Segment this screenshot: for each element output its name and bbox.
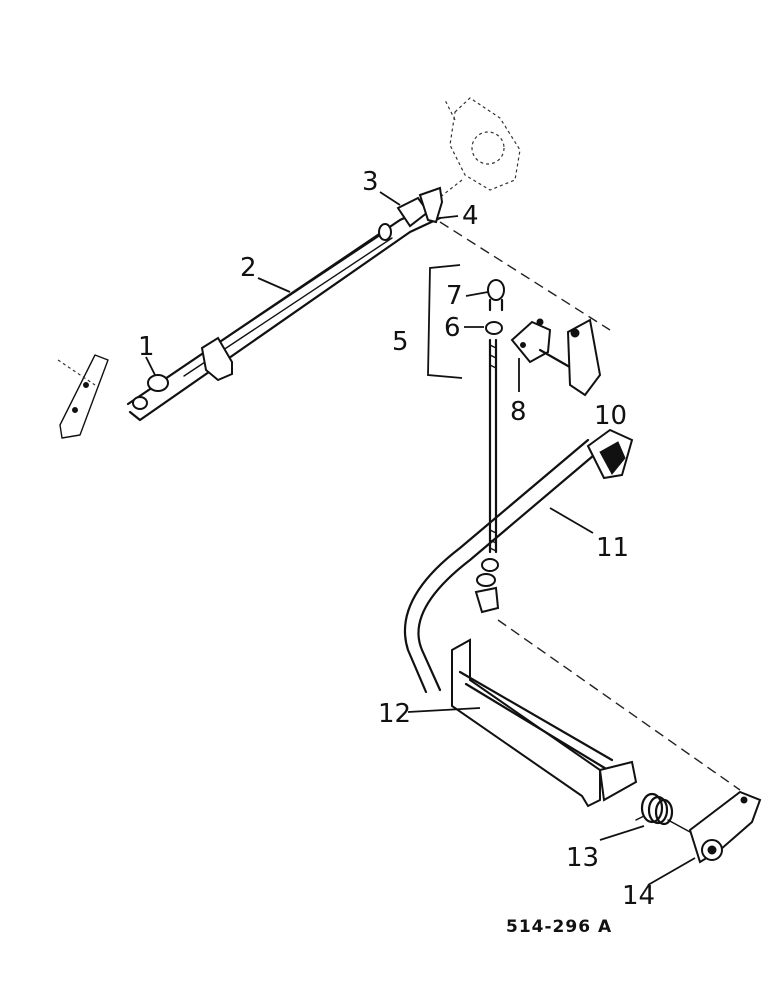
callout-14: 14 [622,881,655,911]
callout-11: 11 [596,533,629,563]
callout-7: 7 [446,281,463,311]
callout-6: 6 [444,313,461,343]
callout-8: 8 [510,397,527,427]
leader-lines [145,191,696,886]
callout-5: 5 [392,327,409,357]
callout-4: 4 [462,201,479,231]
housing-outline [429,97,521,206]
callout-13: 13 [566,843,599,873]
callout-10: 10 [594,401,627,431]
handle-11 [403,428,634,694]
callout-12: 12 [378,699,411,729]
callout-1: 1 [138,332,155,362]
upper-rod-assembly [57,186,444,439]
plate-8 [510,318,552,364]
guide-lines [439,221,741,791]
figure-code: 514-296 A [506,917,612,937]
clevis-7 [487,279,505,312]
threaded-rod [474,338,500,614]
bracket-5 [427,264,463,379]
shaft-assembly-12 [451,638,638,808]
callout-2: 2 [240,253,257,283]
lever-10 [538,318,602,397]
lever-4 [418,186,444,224]
nut-1 [147,374,169,392]
sector-14 [688,790,762,864]
nut-6 [485,321,503,335]
callout-3: 3 [362,167,379,197]
spring-13 [635,792,691,833]
